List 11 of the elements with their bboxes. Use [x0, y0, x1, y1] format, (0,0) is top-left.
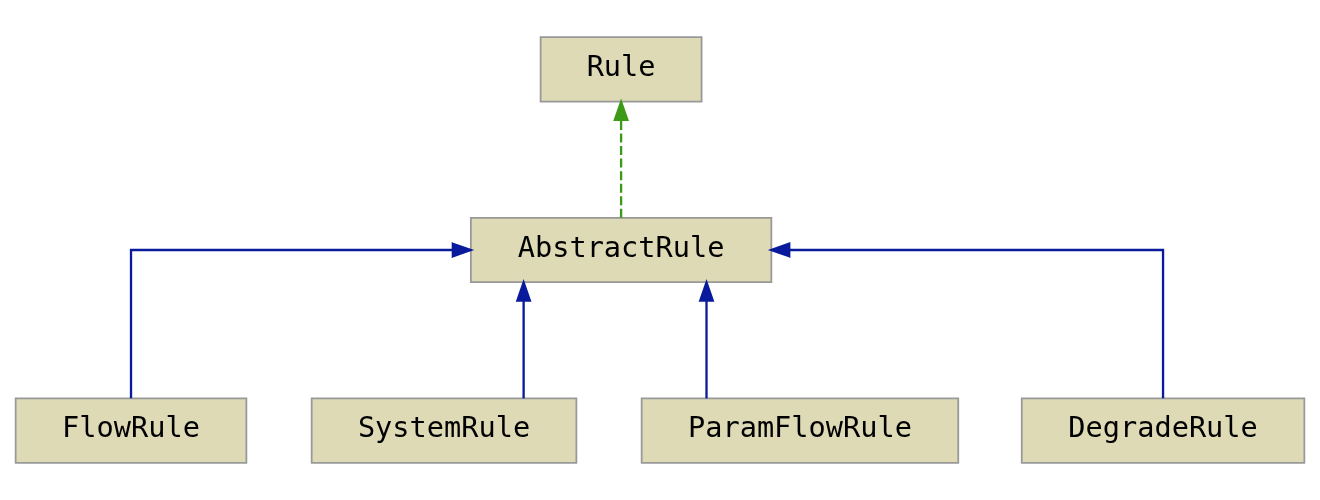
- arrow: [767, 242, 1165, 399]
- node-box: Rule: [539, 36, 703, 103]
- node-box: DegradeRule: [1020, 397, 1306, 464]
- node-box: FlowRule: [14, 397, 248, 464]
- node-box: SystemRule: [310, 397, 578, 464]
- arrow: [515, 279, 532, 399]
- arrow: [698, 279, 715, 399]
- arrow: [613, 98, 629, 218]
- node-box: AbstractRule: [469, 216, 773, 284]
- node-box: ParamFlowRule: [640, 397, 960, 464]
- arrow: [129, 242, 475, 399]
